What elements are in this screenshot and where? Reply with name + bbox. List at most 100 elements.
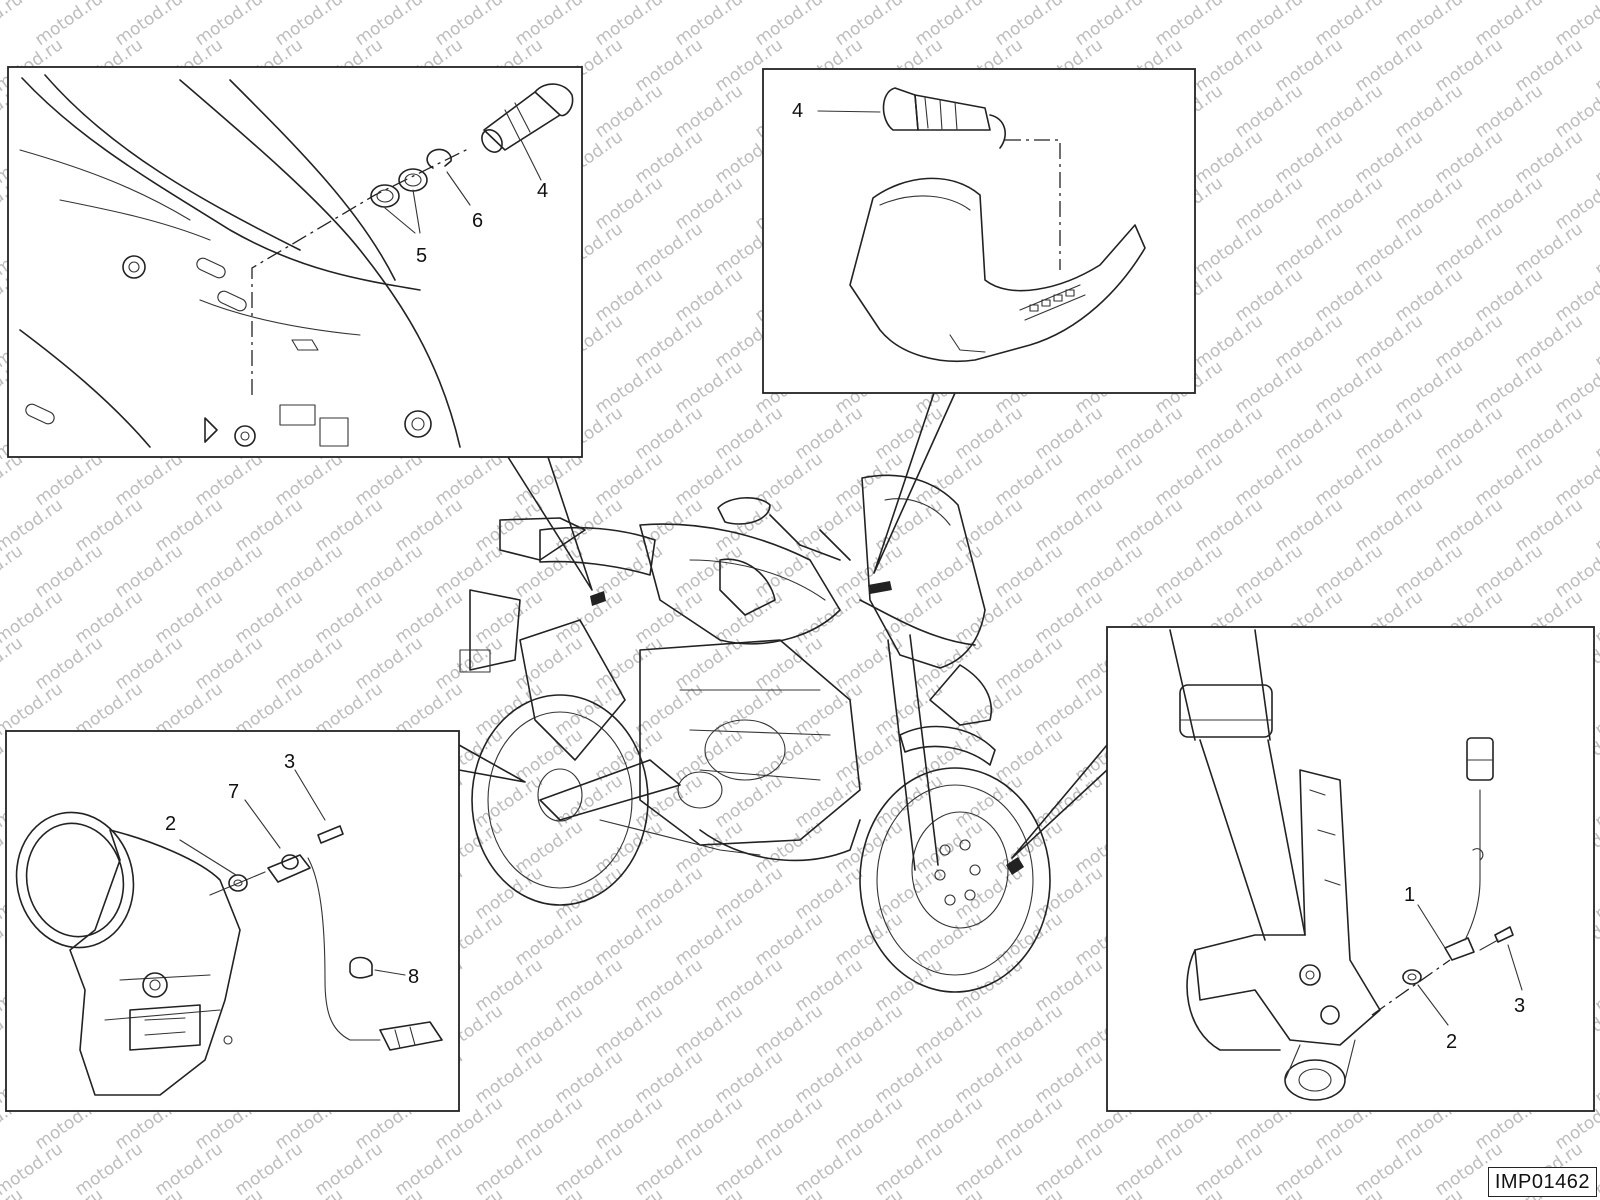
watermark-text: motod.ru [1231, 81, 1306, 142]
watermark-text: motod.ru [791, 587, 866, 648]
watermark-text: motod.ru [591, 1185, 666, 1200]
watermark-text: motod.ru [631, 35, 706, 96]
watermark-text: motod.ru [1591, 495, 1600, 556]
watermark-text: motod.ru [1471, 265, 1546, 326]
watermark-text: motod.ru [1191, 1139, 1266, 1200]
watermark-text: motod.ru [1431, 311, 1506, 372]
watermark-text: motod.ru [1391, 541, 1466, 602]
watermark-text: motod.ru [1311, 81, 1386, 142]
watermark-text: motod.ru [1391, 0, 1466, 50]
watermark-text: motod.ru [551, 955, 626, 1016]
watermark-text: motod.ru [1311, 173, 1386, 234]
watermark-text: motod.ru [671, 1093, 746, 1154]
watermark-text: motod.ru [631, 587, 706, 648]
watermark-text: motod.ru [511, 0, 586, 50]
watermark-text: motod.ru [111, 0, 186, 50]
watermark-text: motod.ru [631, 863, 706, 924]
watermark-text: motod.ru [1271, 311, 1346, 372]
watermark-text: motod.ru [831, 1093, 906, 1154]
watermark-text: motod.ru [991, 1093, 1066, 1154]
watermark-text: motod.ru [1391, 1185, 1466, 1200]
watermark-text: motod.ru [1071, 1185, 1146, 1200]
watermark-text: motod.ru [671, 449, 746, 510]
watermark-text: motod.ru [271, 449, 346, 510]
watermark-text: motod.ru [591, 0, 666, 50]
watermark-text: motod.ru [671, 81, 746, 142]
watermark-text: motod.ru [1271, 1139, 1346, 1200]
watermark-text: motod.ru [0, 449, 27, 510]
watermark-text: motod.ru [791, 679, 866, 740]
watermark-text: motod.ru [111, 449, 186, 510]
watermark-text: motod.ru [151, 587, 226, 648]
watermark-text: motod.ru [351, 0, 426, 50]
watermark-text: motod.ru [831, 633, 906, 694]
callout-6-tl: 6 [472, 210, 483, 232]
watermark-text: motod.ru [1311, 265, 1386, 326]
watermark-text: motod.ru [511, 909, 586, 970]
watermark-text: motod.ru [1271, 495, 1346, 556]
watermark-text: motod.ru [831, 1185, 906, 1200]
watermark-text: motod.ru [711, 1047, 786, 1108]
watermark-text: motod.ru [1151, 449, 1226, 510]
watermark-text: motod.ru [271, 1185, 346, 1200]
watermark-text: motod.ru [831, 449, 906, 510]
watermark-text: motod.ru [231, 495, 306, 556]
watermark-text: motod.ru [391, 1139, 466, 1200]
watermark-text: motod.ru [191, 449, 266, 510]
watermark-text: motod.ru [1511, 403, 1586, 464]
watermark-text: motod.ru [591, 357, 666, 418]
watermark-text: motod.ru [511, 541, 586, 602]
watermark-text: motod.ru [1231, 265, 1306, 326]
watermark-text: motod.ru [591, 909, 666, 970]
watermark-text: motod.ru [951, 1139, 1026, 1200]
watermark-text: motod.ru [191, 541, 266, 602]
watermark-text: motod.ru [31, 633, 106, 694]
watermark-text: motod.ru [591, 633, 666, 694]
watermark-text: motod.ru [911, 1093, 986, 1154]
watermark-text: motod.ru [511, 1093, 586, 1154]
inset-bottom-left [5, 730, 460, 1112]
watermark-text: motod.ru [0, 633, 27, 694]
watermark-text: motod.ru [1271, 35, 1346, 96]
watermark-text: motod.ru [391, 495, 466, 556]
watermark-text: motod.ru [591, 173, 666, 234]
watermark-text: motod.ru [271, 0, 346, 50]
watermark-text: motod.ru [791, 1139, 866, 1200]
callout-3-bl: 3 [284, 751, 295, 773]
watermark-text: motod.ru [631, 219, 706, 280]
watermark-text: motod.ru [951, 1047, 1026, 1108]
watermark-text: motod.ru [711, 955, 786, 1016]
watermark-text: motod.ru [791, 863, 866, 924]
watermark-text: motod.ru [871, 403, 946, 464]
watermark-text: motod.ru [151, 1139, 226, 1200]
watermark-text: motod.ru [1311, 449, 1386, 510]
watermark-text: motod.ru [71, 1139, 146, 1200]
watermark-text: motod.ru [951, 587, 1026, 648]
watermark-text: motod.ru [551, 679, 626, 740]
watermark-text: motod.ru [471, 495, 546, 556]
watermark-text: motod.ru [151, 495, 226, 556]
watermark-text: motod.ru [911, 1001, 986, 1062]
watermark-text: motod.ru [991, 817, 1066, 878]
watermark-text: motod.ru [871, 1139, 946, 1200]
watermark-text: motod.ru [751, 0, 826, 50]
watermark-text: motod.ru [1191, 311, 1266, 372]
watermark-text: motod.ru [1151, 0, 1226, 50]
watermark-text: motod.ru [1111, 1139, 1186, 1200]
watermark-text: motod.ru [1071, 449, 1146, 510]
watermark-text: motod.ru [1471, 449, 1546, 510]
watermark-text: motod.ru [71, 587, 146, 648]
watermark-text: motod.ru [991, 909, 1066, 970]
watermark-text: motod.ru [511, 633, 586, 694]
watermark-text: motod.ru [231, 1139, 306, 1200]
watermark-text: motod.ru [1311, 1185, 1386, 1200]
watermark-text: motod.ru [1151, 541, 1226, 602]
callout-labels: 4 5 6 4 2 7 3 8 1 2 3 [165, 100, 1525, 1053]
watermark-text: motod.ru [1191, 35, 1266, 96]
callout-3-br: 3 [1514, 995, 1525, 1017]
watermark-text: motod.ru [1471, 81, 1546, 142]
watermark-text: motod.ru [31, 1185, 106, 1200]
watermark-text: motod.ru [1271, 403, 1346, 464]
watermark-text: motod.ru [1511, 311, 1586, 372]
watermark-text: motod.ru [0, 541, 27, 602]
